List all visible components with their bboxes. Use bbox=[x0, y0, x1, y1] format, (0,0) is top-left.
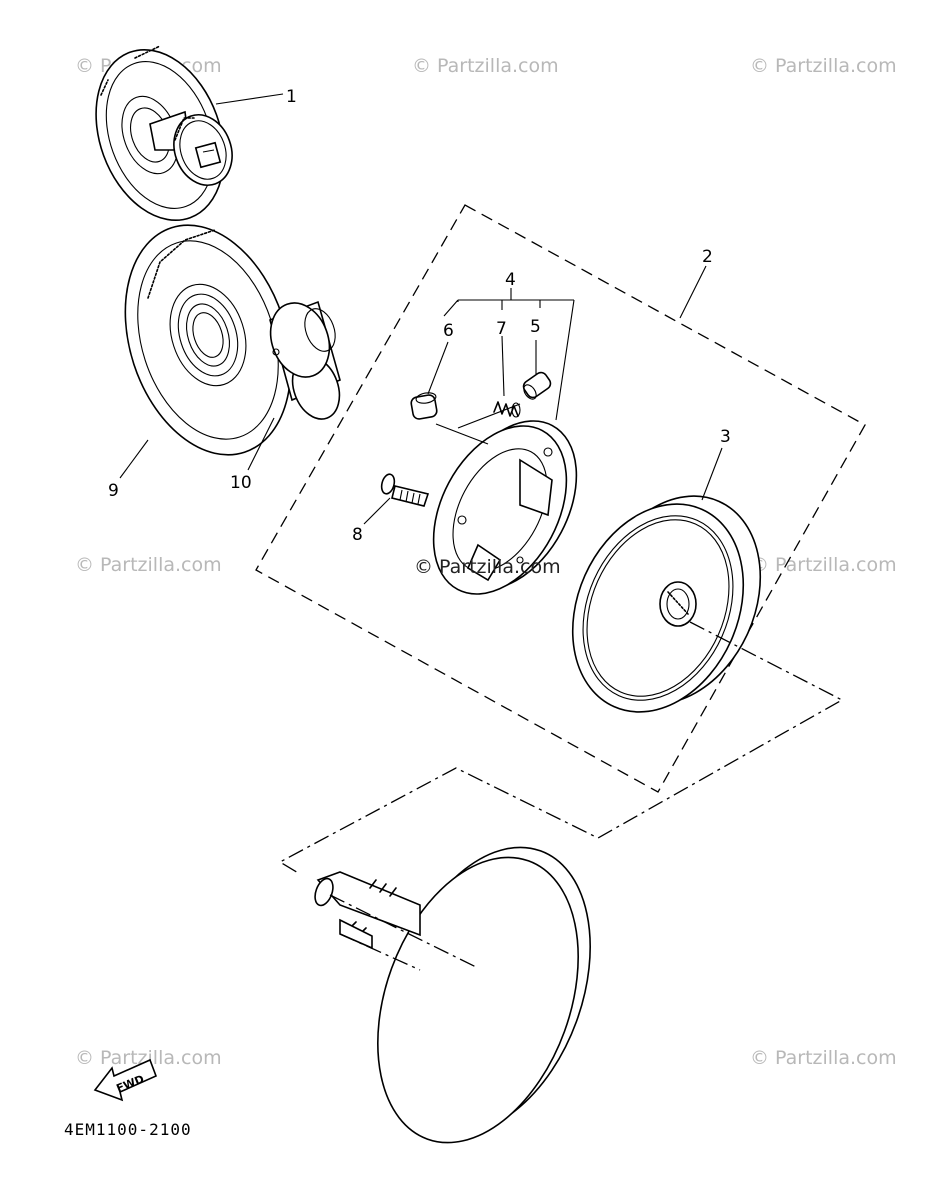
watermark-mid-right: © Partzilla.com bbox=[750, 554, 897, 576]
reference-lines bbox=[278, 403, 844, 971]
callout-2: 2 bbox=[702, 247, 713, 267]
callout-6: 6 bbox=[443, 321, 454, 341]
rotor-assembly bbox=[314, 846, 591, 1144]
watermark-mid-left: © Partzilla.com bbox=[75, 554, 222, 576]
part-10-collar bbox=[269, 300, 341, 420]
leader-lines bbox=[119, 93, 723, 525]
callouts: 1 2 3 4 5 6 7 8 9 10 bbox=[108, 87, 731, 545]
diagram-code: 4EM1100-2100 bbox=[64, 1120, 192, 1139]
callout-3: 3 bbox=[720, 427, 731, 447]
part-6-roller bbox=[410, 392, 438, 420]
part-3-clutch-housing bbox=[571, 495, 762, 713]
callout-4: 4 bbox=[505, 270, 516, 290]
callout-7: 7 bbox=[496, 319, 507, 339]
callout-1: 1 bbox=[286, 87, 297, 107]
callout-9: 9 bbox=[108, 481, 119, 501]
part-5-cap bbox=[522, 371, 552, 400]
watermark-bottom-left: © Partzilla.com bbox=[75, 1047, 222, 1069]
callout-5: 5 bbox=[530, 317, 541, 337]
watermark-top-right: © Partzilla.com bbox=[750, 55, 897, 77]
callout-10: 10 bbox=[230, 473, 252, 493]
part-1-driven-gear-assembly bbox=[95, 45, 233, 222]
part-8-screw bbox=[380, 473, 430, 507]
watermark-top-center: © Partzilla.com bbox=[412, 55, 559, 77]
callout-8: 8 bbox=[352, 525, 363, 545]
assembly-boundary-2 bbox=[255, 204, 866, 793]
watermark-center: © Partzilla.com bbox=[414, 556, 561, 578]
part-9-wheel-gear bbox=[124, 224, 292, 456]
clutch-body bbox=[432, 420, 578, 595]
watermark-bottom-right: © Partzilla.com bbox=[750, 1047, 897, 1069]
